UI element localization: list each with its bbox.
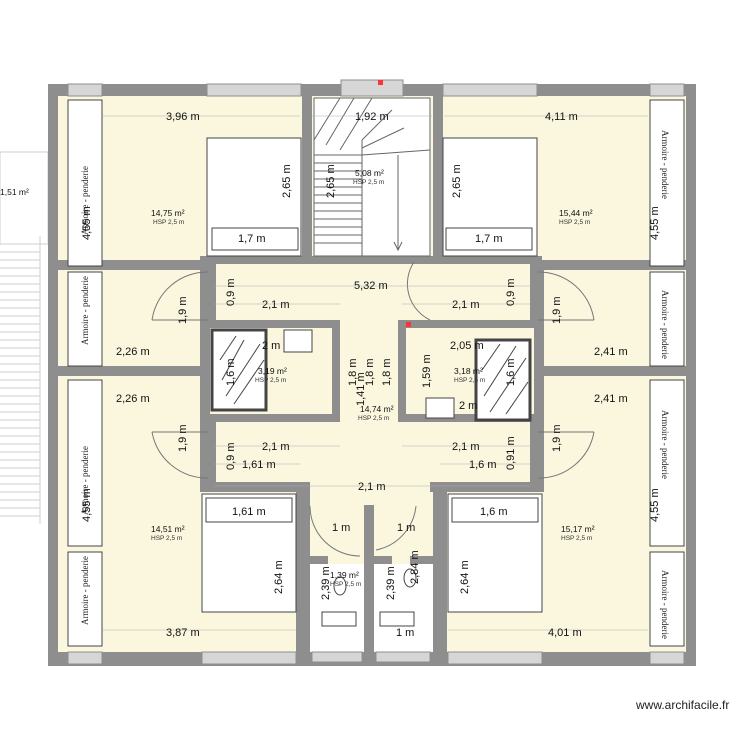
room-height: HSP 2,5 m [561, 535, 592, 542]
dimension-label: 2,39 m [385, 566, 397, 600]
dimension-label: 2 m [459, 400, 477, 412]
room-height: HSP 2,5 m [454, 377, 485, 384]
dimension-label: 2,39 m [320, 566, 332, 600]
room-area: 5,08 m² [355, 168, 384, 178]
dimension-label: 1 m [396, 627, 414, 639]
dimension-label: 2,65 m [325, 164, 337, 198]
dimension-label: 1 m [397, 522, 415, 534]
dimension-label: 1,9 m [551, 424, 563, 452]
dimension-label: 1,6 m [505, 358, 517, 386]
dimension-label: 3,87 m [166, 627, 200, 639]
dimension-label: 1,9 m [551, 296, 563, 324]
dimension-label: 4,55 m [649, 206, 661, 240]
room-area: 14,74 m² [360, 404, 394, 414]
dimension-label: 4,01 m [548, 627, 582, 639]
room-area: 1,39 m² [330, 570, 359, 580]
dimension-label: 1,9 m [177, 424, 189, 452]
dimension-label: 2,1 m [452, 441, 480, 453]
door-swings [151, 261, 595, 557]
room-area: 15,44 m² [559, 208, 593, 218]
wardrobe-label: Armoire - penderie [80, 276, 90, 345]
dimension-label: 1,61 m [242, 459, 276, 471]
dimension-label: 1,8 m [381, 358, 393, 386]
wardrobe-label: Armoire - penderie [80, 556, 90, 625]
dimension-label: 1,41 m [355, 372, 367, 406]
dimension-label: 2,1 m [262, 441, 290, 453]
dimension-label: 1,6 m [480, 506, 508, 518]
wardrobe-label: Armoire - penderie [80, 446, 90, 515]
dimension-label: 4,55 m [81, 488, 93, 522]
dimension-label: 0,9 m [225, 278, 237, 306]
dimension-label: 2,64 m [459, 560, 471, 594]
wardrobes [67, 99, 685, 647]
dimension-label: 2,1 m [452, 299, 480, 311]
beds [201, 137, 543, 613]
dimension-label: 2,64 m [273, 560, 285, 594]
dimension-lines [102, 115, 648, 631]
wardrobe-label: Armoire - penderie [660, 290, 670, 359]
dimension-label: 2,05 m [450, 340, 484, 352]
dimension-label: 1,8 m [364, 358, 376, 386]
room-height: HSP 2,5 m [330, 581, 361, 588]
room-area: 3,19 m² [258, 366, 287, 376]
dimension-label: 4,11 m [545, 111, 578, 123]
wardrobe-labels: Armoire - penderie Armoire - penderie Ar… [80, 130, 670, 639]
wardrobe-label: Armoire - penderie [660, 130, 670, 199]
room-height: HSP 2,5 m [353, 179, 384, 186]
room-area: 3,18 m² [454, 366, 483, 376]
interior-walls [58, 96, 686, 652]
dimension-label: 4,55 m [81, 206, 93, 240]
dimension-label: 0,9 m [225, 442, 237, 470]
room-area: 14,51 m² [151, 524, 185, 534]
dimension-label: 3,96 m [166, 111, 200, 123]
dimension-label: 1,92 m [355, 111, 389, 123]
dimension-label: 2,65 m [281, 164, 293, 198]
dimension-label: 1,61 m [232, 506, 266, 518]
room-height: HSP 2,5 m [151, 535, 182, 542]
exterior-stair [0, 151, 49, 524]
dimension-label: 1,6 m [225, 358, 237, 386]
wc-right-floor [374, 564, 433, 652]
room-height: HSP 2,5 m [255, 377, 286, 384]
dimension-label: 1,6 m [469, 459, 497, 471]
dimension-label: 2,26 m [116, 346, 150, 358]
dimension-label: 2,41 m [594, 346, 628, 358]
room-area: 15,17 m² [561, 524, 595, 534]
dimension-label: 2,41 m [594, 393, 628, 405]
dimension-label: 2,1 m [262, 299, 290, 311]
dimension-label: 1 m [332, 522, 350, 534]
dimension-label: 0,9 m [505, 278, 517, 306]
wardrobe-label: Armoire - penderie [80, 166, 90, 235]
dimension-label: 1,7 m [475, 233, 503, 245]
wardrobe-label: Armoire - penderie [660, 410, 670, 479]
room-height: HSP 2,5 m [358, 415, 389, 422]
windows [67, 79, 685, 665]
dimension-label: 1,8 m [347, 358, 359, 386]
outside-area-label: 1,51 m² [0, 187, 29, 197]
door-hinge-marker [406, 322, 411, 327]
dimension-label: 2,84 m [409, 550, 421, 584]
bathroom-fixtures [210, 328, 532, 627]
dimension-label: 2,26 m [116, 393, 150, 405]
dimension-label: 1,7 m [238, 233, 266, 245]
dimension-label: 1,9 m [177, 296, 189, 324]
dimension-label: 2 m [262, 340, 280, 352]
room-height: HSP 2,5 m [153, 219, 184, 226]
dimension-label: 1,59 m [421, 354, 433, 388]
dimension-label: 0,91 m [505, 436, 517, 470]
dimension-label: 4,55 m [649, 488, 661, 522]
watermark: www.archifacile.fr [635, 698, 729, 712]
door-hinge-marker [378, 80, 383, 85]
dimension-label: 2,1 m [358, 481, 386, 493]
room-height: HSP 2,5 m [559, 219, 590, 226]
room-area: 14,75 m² [151, 208, 185, 218]
dimension-label: 2,65 m [451, 164, 463, 198]
dimension-label: 5,32 m [354, 280, 388, 292]
wardrobe-label: Armoire - penderie [660, 570, 670, 639]
staircase [313, 97, 431, 257]
